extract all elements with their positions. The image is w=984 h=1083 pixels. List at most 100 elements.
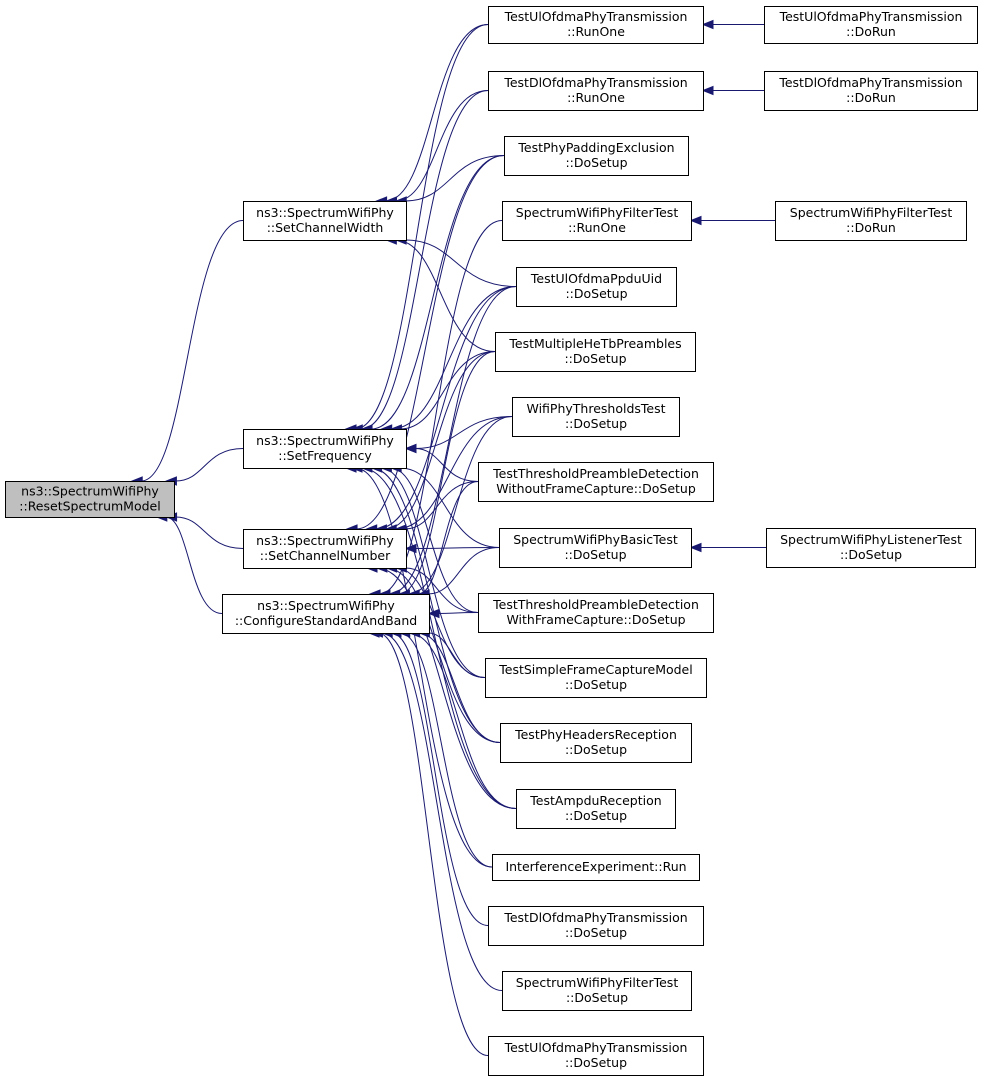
node-dlrun[interactable]: TestDlOfdmaPhyTransmission::RunOne	[488, 71, 704, 111]
node-config[interactable]: ns3::SpectrumWifiPhy::ConfigureStandardA…	[222, 594, 430, 634]
node-setnum[interactable]: ns3::SpectrumWifiPhy::SetChannelNumber	[243, 529, 407, 569]
node-box-filterdorun[interactable]	[775, 201, 967, 241]
node-basic[interactable]: SpectrumWifiPhyBasicTest::DoSetup	[499, 528, 692, 568]
arrowhead-prewith-to-config	[427, 608, 440, 619]
edge-basic-to-setnum	[414, 547, 500, 549]
node-interf[interactable]: InterferenceExperiment::Run	[492, 854, 700, 881]
edge-hetb-to-setwidth	[395, 239, 496, 352]
node-prewithout[interactable]: TestThresholdPreambleDetectionWithoutFra…	[478, 462, 714, 502]
node-box-uldorun[interactable]	[764, 6, 978, 44]
node-box-filterrun[interactable]	[502, 201, 692, 241]
edge-thresh-to-config	[408, 416, 513, 595]
edge-ppduuid-to-setnum	[375, 286, 517, 530]
node-reset[interactable]: ns3::SpectrumWifiPhy::ResetSpectrumModel	[5, 481, 175, 518]
edges-layer	[130, 19, 775, 1056]
node-box-hetb[interactable]	[495, 332, 696, 372]
node-filterrun[interactable]: SpectrumWifiPhyFilterTest::RunOne	[502, 201, 692, 241]
node-box-setwidth[interactable]	[243, 201, 407, 241]
node-label-setwidth-line1: ns3::SpectrumWifiPhy	[256, 205, 394, 220]
edge-ulsetup-to-config	[377, 632, 489, 1056]
node-box-prewith[interactable]	[478, 593, 714, 633]
node-label-simplecap-line2: ::DoSetup	[565, 677, 627, 692]
edge-padding-to-setwidth	[405, 155, 505, 202]
node-box-basic[interactable]	[499, 528, 692, 568]
node-label-reset-line1: ns3::SpectrumWifiPhy	[21, 484, 159, 499]
node-label-listener-line2: ::DoSetup	[840, 547, 902, 562]
node-box-dldorun[interactable]	[764, 71, 978, 111]
node-box-interf[interactable]	[492, 854, 700, 881]
node-dlsetup[interactable]: TestDlOfdmaPhyTransmission::DoSetup	[488, 906, 704, 946]
node-simplecap[interactable]: TestSimpleFrameCaptureModel::DoSetup	[485, 658, 707, 698]
node-box-ppduuid[interactable]	[516, 267, 677, 307]
node-prewith[interactable]: TestThresholdPreambleDetectionWithFrameC…	[478, 593, 714, 633]
node-label-prewith-line1: TestThresholdPreambleDetection	[492, 597, 699, 612]
node-setwidth[interactable]: ns3::SpectrumWifiPhy::SetChannelWidth	[243, 201, 407, 241]
node-box-setfreq[interactable]	[243, 429, 407, 469]
node-label-setfreq-line1: ns3::SpectrumWifiPhy	[256, 433, 394, 448]
node-label-padding-line1: TestPhyPaddingExclusion	[517, 140, 674, 155]
node-thresh[interactable]: WifiPhyThresholdsTest::DoSetup	[512, 397, 680, 437]
node-padding[interactable]: TestPhyPaddingExclusion::DoSetup	[504, 136, 689, 176]
edge-dlrun-to-setwidth	[395, 90, 489, 202]
node-ppduuid[interactable]: TestUlOfdmaPpduUid::DoSetup	[516, 267, 677, 307]
edge-prewith-to-config	[437, 612, 479, 614]
node-box-simplecap[interactable]	[485, 658, 707, 698]
node-box-ampdu[interactable]	[516, 789, 676, 829]
edge-prewithout-to-setfreq	[414, 448, 479, 482]
node-label-dlrun-line1: TestDlOfdmaPhyTransmission	[503, 75, 687, 90]
edge-setwidth-to-reset	[141, 220, 244, 482]
node-ulsetup[interactable]: TestUlOfdmaPhyTransmission::DoSetup	[488, 1036, 704, 1076]
node-hetb[interactable]: TestMultipleHeTbPreambles::DoSetup	[495, 332, 696, 372]
node-box-reset[interactable]	[5, 481, 175, 518]
edge-padding-to-setnum	[356, 155, 505, 530]
node-box-dlrun[interactable]	[488, 71, 704, 111]
node-box-headers[interactable]	[500, 723, 692, 763]
edge-hetb-to-config	[398, 351, 496, 595]
node-box-prewithout[interactable]	[478, 462, 714, 502]
node-headers[interactable]: TestPhyHeadersReception::DoSetup	[500, 723, 692, 763]
node-label-filtersetup-line2: ::DoSetup	[566, 990, 628, 1005]
node-label-thresh-line1: WifiPhyThresholdsTest	[526, 401, 665, 416]
node-box-setnum[interactable]	[243, 529, 407, 569]
node-label-ulrun-line2: ::RunOne	[567, 24, 625, 39]
edge-prewithout-to-setnum	[404, 481, 479, 530]
arrowhead-uldorun-to-ulrun	[701, 19, 714, 30]
arrowhead-dldorun-to-dlrun	[701, 85, 714, 96]
node-ampdu[interactable]: TestAmpduReception::DoSetup	[516, 789, 676, 829]
node-filterdorun[interactable]: SpectrumWifiPhyFilterTest::DoRun	[775, 201, 967, 241]
node-box-padding[interactable]	[504, 136, 689, 176]
node-label-prewith-line2: WithFrameCapture::DoSetup	[506, 612, 685, 627]
node-label-ppduuid-line1: TestUlOfdmaPpduUid	[530, 271, 662, 286]
node-box-ulsetup[interactable]	[488, 1036, 704, 1076]
node-box-thresh[interactable]	[512, 397, 680, 437]
node-uldorun[interactable]: TestUlOfdmaPhyTransmission::DoRun	[764, 6, 978, 44]
arrowhead-prewithout-to-setfreq	[404, 443, 417, 454]
node-box-ulrun[interactable]	[488, 6, 704, 44]
node-box-config[interactable]	[222, 594, 430, 634]
edge-dlsetup-to-config	[391, 632, 489, 926]
node-ulrun[interactable]: TestUlOfdmaPhyTransmission::RunOne	[488, 6, 704, 44]
node-box-filtersetup[interactable]	[502, 971, 692, 1011]
node-label-interf-line1: InterferenceExperiment::Run	[505, 859, 686, 874]
node-label-ampdu-line1: TestAmpduReception	[529, 793, 661, 808]
node-label-basic-line2: ::DoSetup	[564, 547, 626, 562]
node-label-dldorun-line2: ::DoRun	[846, 90, 896, 105]
arrowhead-basic-to-setnum	[404, 543, 417, 554]
node-setfreq[interactable]: ns3::SpectrumWifiPhy::SetFrequency	[243, 429, 407, 469]
node-label-headers-line1: TestPhyHeadersReception	[514, 727, 677, 742]
node-label-dlsetup-line1: TestDlOfdmaPhyTransmission	[503, 910, 687, 925]
edge-setnum-to-reset	[175, 516, 244, 549]
node-filtersetup[interactable]: SpectrumWifiPhyFilterTest::DoSetup	[502, 971, 692, 1011]
edge-filtersetup-to-config	[381, 632, 503, 991]
node-label-headers-line2: ::DoSetup	[565, 742, 627, 757]
edge-simplecap-to-setfreq	[380, 467, 486, 678]
edge-hetb-to-setfreq	[400, 351, 496, 430]
node-label-reset-line2: ::ResetSpectrumModel	[19, 499, 160, 514]
edge-dlrun-to-setfreq	[361, 90, 489, 430]
node-box-dlsetup[interactable]	[488, 906, 704, 946]
node-box-listener[interactable]	[766, 528, 976, 568]
node-listener[interactable]: SpectrumWifiPhyListenerTest::DoSetup	[766, 528, 976, 568]
node-dldorun[interactable]: TestDlOfdmaPhyTransmission::DoRun	[764, 71, 978, 111]
node-label-config-line1: ns3::SpectrumWifiPhy	[257, 598, 395, 613]
edge-basic-to-config	[428, 547, 500, 595]
